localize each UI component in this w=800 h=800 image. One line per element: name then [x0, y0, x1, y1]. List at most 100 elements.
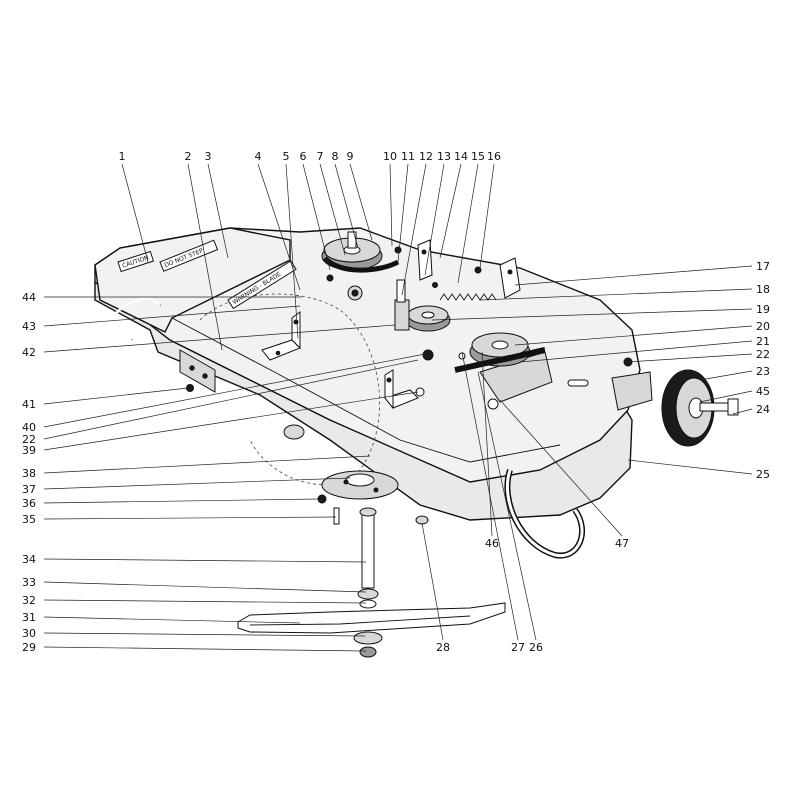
callout-number: 17: [756, 260, 770, 273]
leader-line: [626, 353, 753, 363]
callout-number: 42: [22, 346, 36, 359]
leader-line: [479, 163, 495, 269]
callout-number: 47: [615, 537, 629, 550]
callout-number: 19: [756, 303, 770, 316]
leader-line: [285, 163, 299, 339]
callout-number: 36: [22, 497, 36, 510]
leader-line: [43, 353, 426, 428]
callout-number: 20: [756, 320, 770, 333]
callout-number: 24: [756, 403, 770, 416]
leader-line: [397, 163, 409, 263]
callout-number: 38: [22, 467, 36, 480]
leader-line: [389, 163, 393, 247]
leader-line: [43, 324, 396, 353]
deck-slot: [567, 379, 589, 387]
callout-number: 45: [756, 385, 770, 398]
leader-lines: [43, 163, 753, 652]
leader-line: [519, 340, 753, 363]
leader-line: [421, 522, 444, 641]
blade-spindle-housing: [321, 470, 399, 500]
callout-number: 23: [756, 365, 770, 378]
bolt-36: [317, 494, 327, 504]
callout-number: 16: [487, 150, 501, 163]
wheel-axle-bolt: [699, 402, 731, 412]
callout-number: 35: [22, 513, 36, 526]
blade-spindle-shaft: [357, 507, 379, 609]
callout-number: 13: [437, 150, 451, 163]
callout-number: 33: [22, 576, 36, 589]
leader-line: [43, 477, 351, 490]
leader-line: [457, 163, 479, 284]
blade-adapter-30: [353, 631, 383, 645]
callout-number: 6: [300, 150, 307, 163]
leader-line: [461, 351, 519, 641]
leader-line: [431, 308, 753, 321]
leader-line: [187, 163, 223, 351]
leader-line: [43, 558, 367, 563]
callout-number: 21: [756, 335, 770, 348]
leader-line: [43, 391, 419, 451]
right-spindle-pulley: [454, 332, 553, 410]
callout-number: 25: [756, 468, 770, 481]
tension-spring: [439, 293, 497, 301]
callout-number: 22: [22, 433, 36, 446]
callout-number: 34: [22, 553, 36, 566]
mower-blade: [237, 602, 506, 634]
drive-belt-right: [454, 347, 546, 373]
leader-line: [207, 163, 229, 259]
leader-line: [334, 163, 359, 249]
callout-number: 29: [22, 641, 36, 654]
callout-number: 7: [317, 150, 324, 163]
callout-number: 3: [205, 150, 212, 163]
callout-number: 14: [454, 150, 468, 163]
callout-number: 4: [255, 150, 262, 163]
callout-number: 39: [22, 444, 36, 457]
callout-number: 40: [22, 421, 36, 434]
leader-line: [43, 581, 367, 593]
leader-line: [699, 370, 753, 381]
callout-number: 1: [119, 150, 126, 163]
leader-line: [499, 399, 623, 537]
callout-number: 12: [419, 150, 433, 163]
wheel-assembly: [611, 369, 739, 447]
leader-line: [514, 325, 753, 346]
drive-belt-left: [323, 256, 400, 273]
leader-line: [439, 163, 462, 259]
bumper-39: [283, 424, 305, 440]
blade-bolt-29: [359, 646, 377, 658]
washer-46: [458, 352, 466, 360]
callout-number: 11: [401, 150, 415, 163]
nut-40: [422, 349, 434, 361]
callout-number: 41: [22, 398, 36, 411]
callout-number: 15: [471, 150, 485, 163]
callout-number: 18: [756, 283, 770, 296]
handle-loop-right-inner: [505, 469, 584, 557]
leader-line: [43, 646, 367, 652]
callout-number: 46: [485, 537, 499, 550]
mounting-bracket-17: [417, 239, 521, 299]
leader-line: [319, 163, 346, 256]
leader-line: [349, 163, 373, 241]
leader-line: [43, 498, 319, 504]
callout-number: 37: [22, 483, 36, 496]
leader-line: [514, 265, 753, 286]
callout-number: 2: [185, 150, 192, 163]
callout-number: 30: [22, 627, 36, 640]
leader-line: [699, 390, 753, 403]
leader-line: [43, 359, 419, 440]
callout-number: 31: [22, 611, 36, 624]
leader-line: [43, 516, 337, 520]
leader-line: [43, 632, 366, 637]
callout-number: 43: [22, 320, 36, 333]
spindle-bolt-47: [487, 398, 499, 410]
callout-number: 44: [22, 291, 36, 304]
leader-line: [43, 455, 371, 474]
leader-line: [477, 371, 537, 641]
callout-number: 28: [436, 641, 450, 654]
leader-line: [627, 459, 753, 475]
leader-line: [43, 599, 367, 604]
callout-number: 22: [756, 348, 770, 361]
bolt-35: [333, 507, 340, 525]
spindle-nut-33: [357, 588, 379, 600]
